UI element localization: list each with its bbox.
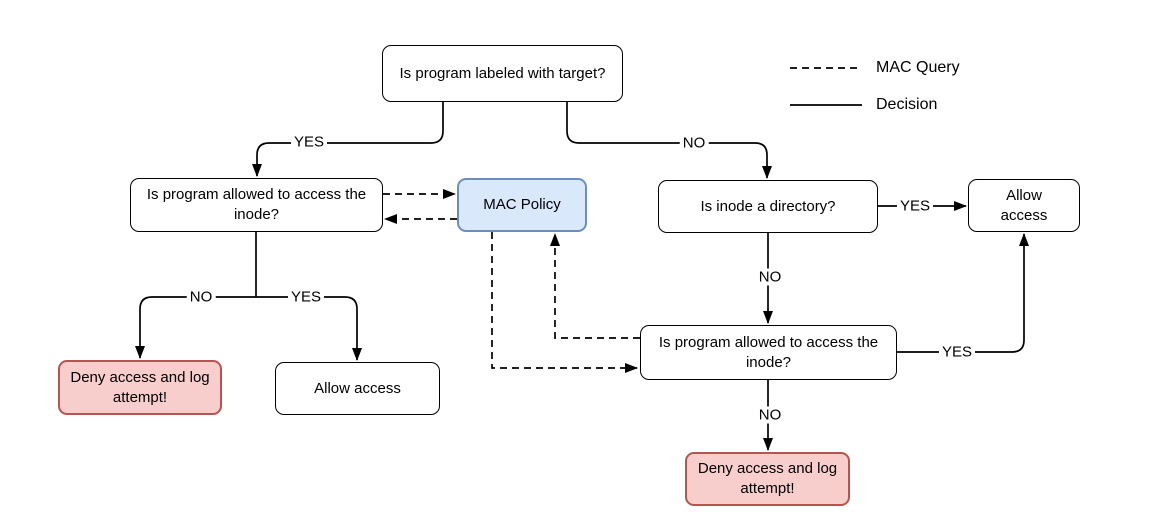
node-mac-policy: MAC Policy (457, 178, 587, 232)
edge-labeled-no (566, 102, 772, 179)
node-label: Deny access and log attempt! (697, 460, 838, 497)
edge-mac-response-policy-to-right-box (491, 232, 638, 373)
edge-labeled-yes (252, 102, 444, 177)
node-label: Allow access (1000, 186, 1048, 224)
edge-label-directory-no: NO (755, 268, 785, 286)
node-label: Allow access (314, 379, 401, 397)
legend-decision-label: Decision (876, 96, 938, 113)
legend-mac-query-label: MAC Query (876, 59, 960, 76)
node-label: Is inode a directory? (700, 197, 836, 215)
edge-label-right-no: NO (755, 406, 785, 424)
node-is-inode-directory: Is inode a directory? (658, 180, 878, 233)
node-left-is-program-allowed: Is program allowed to access the inode? (130, 178, 383, 232)
edge-mac-query-right-box-to-policy (550, 233, 640, 339)
node-is-program-labeled: Is program labeled with target? (382, 45, 623, 102)
edge-label-top-no: NO (679, 134, 709, 152)
node-label: Is program labeled with target? (399, 64, 606, 82)
edge-label-left-yes: YES (287, 288, 325, 306)
node-label: Is program allowed to access the inode? (146, 186, 367, 223)
edge-label-left-no: NO (186, 288, 216, 306)
node-label: MAC Policy (483, 196, 561, 213)
node-label: Deny access and log attempt! (70, 368, 210, 406)
edge-label-right-yes: YES (938, 343, 976, 361)
edge-left-allowed-yes (256, 296, 362, 361)
node-label: Is program allowed to access the inode? (658, 333, 879, 371)
edge-label-top-yes: YES (290, 133, 328, 151)
node-deny-access-right: Deny access and log attempt! (685, 452, 850, 506)
edge-right-allowed-yes (897, 233, 1029, 353)
edge-label-directory-yes: YES (896, 197, 934, 215)
edge-left-allowed-no (135, 296, 256, 359)
node-deny-access-left: Deny access and log attempt! (58, 360, 222, 415)
node-right-is-program-allowed: Is program allowed to access the inode? (640, 325, 897, 380)
node-allow-access-top-right: Allow access (968, 179, 1080, 232)
node-allow-access-left: Allow access (275, 362, 440, 415)
